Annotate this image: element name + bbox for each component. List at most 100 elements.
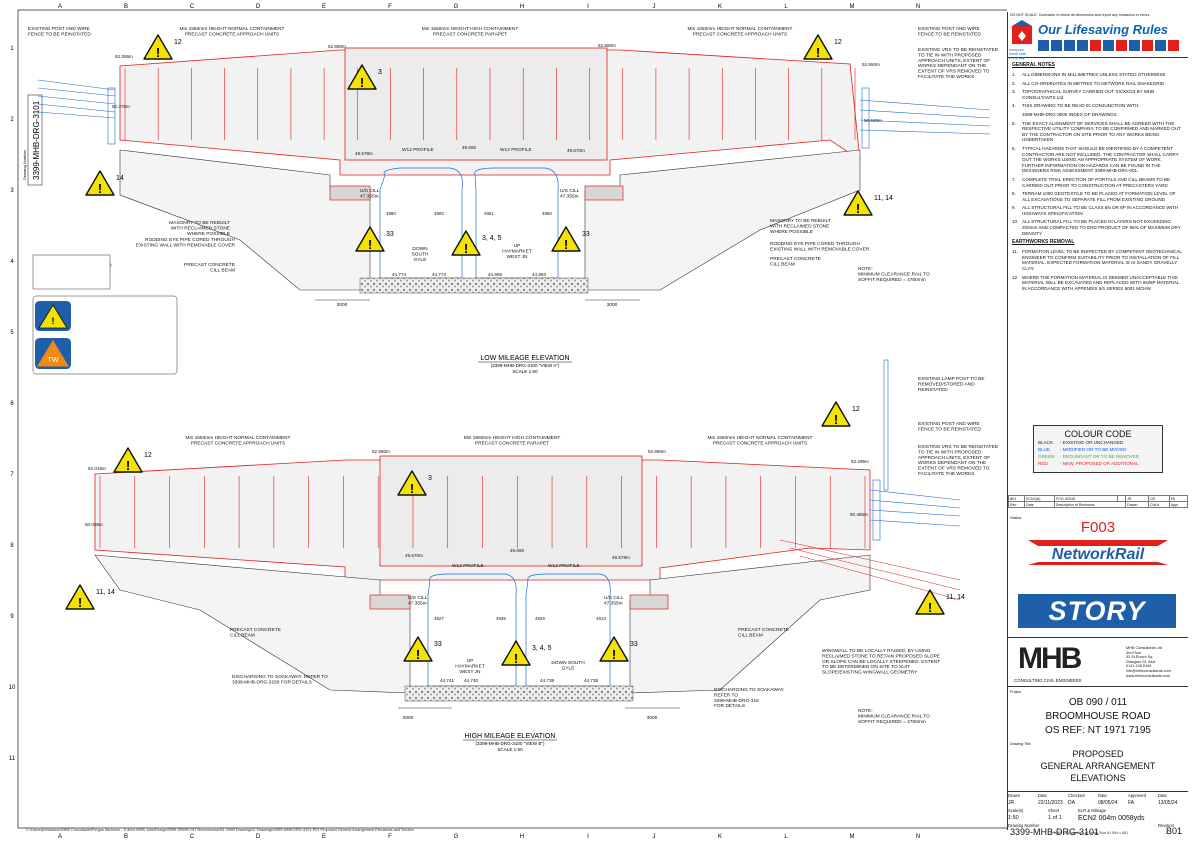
column-letter: L — [784, 4, 788, 10]
lifesaving-rule-icons — [1038, 40, 1179, 51]
rule-icon — [1116, 40, 1127, 51]
checked-value: DA — [1068, 800, 1075, 806]
column-letter: D — [256, 834, 261, 840]
view-b-down-envelope — [525, 573, 611, 687]
view-b-ref: (3399-MHB-DRG-3100 "VIEW B") — [475, 741, 545, 746]
general-note-item: 9.ALL STRUCTURAL FILL TO BE CLASS 6N OR … — [1012, 205, 1184, 216]
hazard-exclamation-icon: ! — [368, 237, 372, 252]
general-note-text: COMPLETE TRIAL ERECTION OF PORTALS AND C… — [1022, 176, 1171, 188]
column-letter: M — [850, 4, 855, 10]
lifesaving-rules-panel: DO NOT SCALE. Contractor to check all di… — [1008, 12, 1188, 60]
colour-code-row: RED- NEW, PROPOSED OR ADDITIONAL — [1038, 460, 1158, 467]
hazard-reference: 11, 14 — [946, 594, 965, 601]
hazard-exclamation-icon: ! — [78, 595, 82, 610]
rule-icon — [1168, 40, 1179, 51]
scale-labels: Scale(s) Sheet ELR & Mileage — [1008, 808, 1188, 813]
earthworks-note-item: 12.WHERE THE FORMATION MATERIAL IS DEEME… — [1012, 275, 1184, 292]
view-b-level: 49.578m — [612, 555, 630, 560]
project-label: Project — [1010, 690, 1022, 694]
view-b-left-cill-beam — [369, 594, 411, 610]
project-name: OB 090 / 011 BROOMHOUSE ROAD OS REF: NT … — [1045, 697, 1151, 736]
view-b-level: 49.660 — [510, 548, 524, 553]
general-note-text: THE EXACT ALIGNMENT OF SERVICES SHALL BE… — [1022, 120, 1181, 143]
copyright: © MHB Consultants Ltd Sheet Size A1 594 … — [1050, 831, 1128, 835]
view-b-scale: SCALE 1:50 — [497, 747, 523, 752]
approval-labels: Drawn Date Checked Date Approved Date — [1008, 793, 1188, 798]
revision-number: B01 — [1166, 826, 1183, 836]
column-letter: F — [388, 834, 392, 840]
general-note-number: 10. — [1012, 219, 1019, 225]
approval-grid: Drawn Date Checked Date Approved Date JR… — [1008, 791, 1188, 841]
general-note-item: 10.ALL STRUCTURAL FILL TO BE PLACED IN L… — [1012, 219, 1184, 236]
view-b-hazard-icon: ! — [821, 401, 851, 427]
earthworks-title: EARTHWORKS REMOVAL — [1012, 239, 1075, 246]
row-number: 6 — [10, 401, 14, 407]
view-b-level: 44.740 — [464, 678, 478, 683]
column-letter: I — [587, 834, 589, 840]
status-label: Status — [1010, 515, 1022, 520]
view-a-level: 49.660 — [462, 145, 476, 150]
hazard-exclamation-icon: ! — [464, 241, 468, 256]
view-b-level: 50.465m — [850, 512, 868, 517]
lifesaving-subtitle: everyone home safe every day — [1009, 48, 1026, 60]
hazard-reference: 3 — [378, 69, 382, 76]
svg-text:!: ! — [52, 316, 55, 326]
view-b-height: 4929 — [535, 616, 545, 621]
colour-code-value: - EXISTING OR UNCHANGED — [1060, 440, 1124, 445]
column-letter: J — [653, 4, 656, 10]
colour-code-row: BLUE- MODIFIED OR TO BE MOVED — [1038, 446, 1158, 453]
view-b-level: 52.295m — [851, 459, 869, 464]
view-a-height: 4851 — [484, 211, 494, 216]
view-a-hazard-icon: ! — [551, 226, 581, 252]
drawing-number: 3399-MHB-DRG-3101 — [1010, 827, 1100, 837]
row-number: 1 — [10, 46, 14, 52]
approved-label: Approved — [1128, 793, 1146, 798]
low-mileage-elevation — [37, 47, 991, 301]
legend-tw-label: TW — [48, 357, 59, 364]
legend-lateral-icon: ! — [35, 301, 71, 331]
sheet-border — [17, 9, 1007, 829]
colour-code-row: BLACK- EXISTING OR UNCHANGED — [1038, 439, 1158, 446]
general-note-number — [1012, 112, 1022, 118]
vertical-drawing-number: Drawing Number 3399-MHB-DRG-3101 — [22, 94, 43, 186]
title-block: DO NOT SCALE. Contractor to check all di… — [1007, 12, 1189, 837]
view-a-scale: SCALE 1:50 — [512, 369, 538, 374]
view-b-title: HIGH MILEAGE ELEVATION — [465, 733, 556, 740]
general-note-text: ALL STRUCTURAL FILL TO BE CLASS 6N OR 6P… — [1022, 205, 1179, 216]
hazard-reference: 33 — [386, 231, 394, 238]
file-path: C:\Users\jrichardson\MHB Consultants\Fer… — [26, 828, 414, 832]
colour-code-row: GREEN- REDUNDANT OR TO BE REMOVED — [1038, 453, 1158, 460]
date1-label: Date — [1038, 793, 1047, 798]
general-note-item: 6.TYPICAL HAZARDS THAT SHOULD BE IDENTIF… — [1012, 146, 1184, 174]
drawn-label: Drawn — [1008, 793, 1021, 798]
view-a-dim-right: 3000 — [607, 302, 618, 308]
hazard-reference: 11, 14 — [96, 589, 115, 596]
hazard-reference: 3, 4, 5 — [482, 235, 502, 242]
view-b-right-embankment — [779, 539, 961, 601]
general-note-text: ALL STRUCTURAL FILL TO BE PLACED IN LAYE… — [1022, 219, 1181, 236]
story-logo: STORY — [1018, 594, 1176, 628]
view-a-w12-profile: W12 PROFILE — [500, 147, 532, 153]
view-b-level: 52.880m — [648, 449, 666, 454]
column-letter: F — [388, 4, 392, 10]
view-b-level: 52.880m — [372, 449, 390, 454]
view-b-height: 4927 — [434, 616, 444, 621]
rule-icon — [1142, 40, 1153, 51]
row-number: 5 — [10, 330, 14, 336]
view-a-dim-left: 3000 — [337, 302, 348, 308]
general-note-item: 7.COMPLETE TRIAL ERECTION OF PORTALS AND… — [1012, 177, 1184, 188]
colour-code-value: - MODIFIED OR TO BE MOVED — [1060, 447, 1127, 452]
view-b-level: 44.738 — [540, 678, 554, 683]
view-b-height: 4935 — [496, 616, 506, 621]
